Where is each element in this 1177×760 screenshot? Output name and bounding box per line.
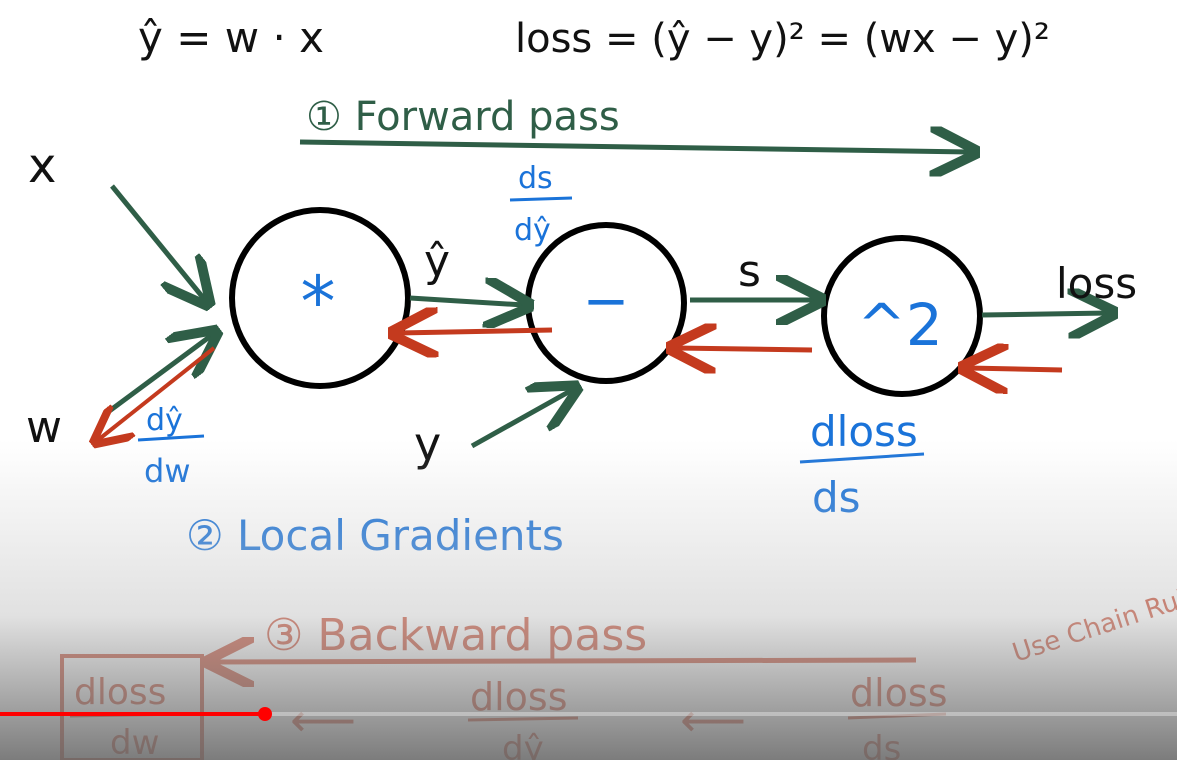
forward-pass-label: ① Forward pass [306,94,620,140]
chain-dloss-ds-denominator: ds [862,729,901,760]
w-backward-arrow [98,346,216,440]
edge-yhat-label: ŷ [424,236,450,287]
backward-pass-arrow [214,660,917,662]
video-progress-bar[interactable] [0,707,1177,721]
dloss-ds-denominator: ds [812,473,861,522]
backward-arrow-into-multiply [398,330,553,333]
video-progress-played [0,712,265,716]
ds-dyhat-numerator: ds [518,161,553,196]
multiply-node-label: * [301,261,336,343]
subtract-node-label: − [583,269,630,334]
chain-dloss-dw-numerator: dloss [74,672,166,713]
chain-dloss-dyhat-bar [467,716,579,722]
loss-forward-arrow [981,313,1108,315]
forward-pass-arrow [299,142,970,152]
backward-arrow-into-subtract [676,348,813,350]
square-node-label: ^2 [857,291,943,359]
backward-arrow-into-square [968,368,1063,370]
dyhat-dw-numerator: dŷ [146,403,183,438]
chain-dloss-ds-numerator: dloss [850,671,948,715]
ds-dyhat-fraction-bar [509,196,573,202]
loss-equation: loss = (ŷ − y)² = (wx − y)² [515,16,1050,62]
chain-arrow-2: ⟵ [680,693,746,747]
dyhat-dw-denominator: dw [144,452,190,490]
use-chain-rule-note: Use Chain Rule! [1009,576,1177,668]
local-gradients-label: ② Local Gradients [186,511,564,560]
backward-pass-label: ③ Backward pass [264,610,647,661]
multiply-node [229,207,411,389]
edge-s-label: s [738,246,761,297]
dyhat-dw-fraction-bar [137,434,205,442]
yhat-equation: ŷ = w · x [138,13,324,62]
input-x: x [28,138,56,194]
y-to-subtract-arrow [470,390,572,449]
w-to-multiply-arrow [106,335,212,415]
edge-loss-label: loss [1056,259,1137,308]
input-y: y [414,417,441,471]
ds-dyhat-denominator: dŷ [514,213,551,248]
chain-dloss-dyhat-denominator: dŷ [502,729,544,760]
input-w: w [26,402,62,453]
yhat-forward-arrow [409,298,524,305]
chain-dloss-dw-denominator: dw [110,723,159,760]
video-scrubber-handle[interactable] [257,707,272,721]
dloss-ds-numerator: dloss [810,407,918,456]
chain-arrow-1: ⟵ [290,693,356,747]
x-to-multiply-arrow [110,184,205,300]
